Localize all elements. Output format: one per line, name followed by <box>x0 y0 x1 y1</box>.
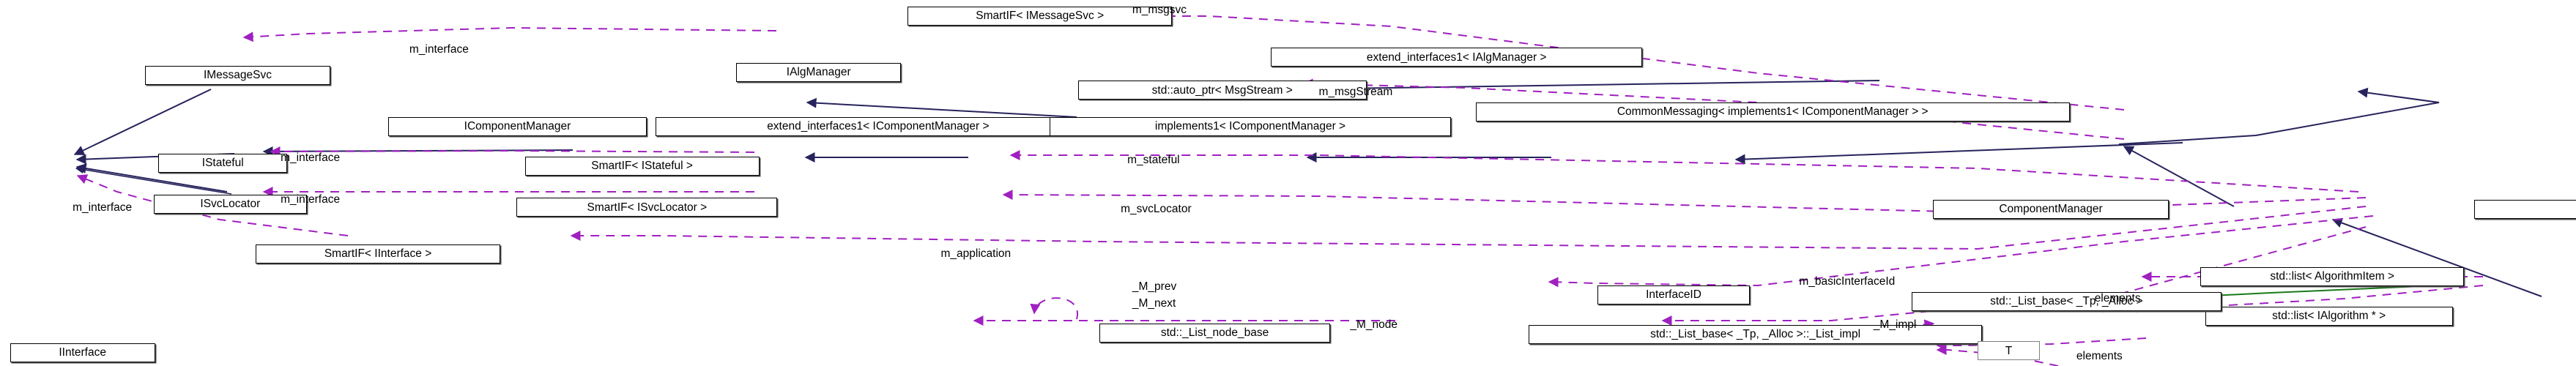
node-ialgmanager[interactable]: IAlgManager <box>736 62 902 82</box>
node-t[interactable]: T <box>1977 341 2041 361</box>
node-std-list-impl[interactable]: std::_List_base< _Tp, _Alloc >::_List_im… <box>1528 324 1983 344</box>
node-std-auto-ptr-msgstream[interactable]: std::auto_ptr< MsgStream > <box>1077 81 1367 100</box>
edge-label-m-msgsvc: m_msgsvc <box>1132 3 1187 16</box>
node-imessagesvc[interactable]: IMessageSvc <box>145 66 330 86</box>
node-smartif-istateful[interactable]: SmartIF< IStateful > <box>524 157 760 176</box>
node-smartif-iinterface[interactable]: SmartIF< IInterface > <box>256 244 500 264</box>
node-std-list-ialgorithm-ptr[interactable]: std::list< IAlgorithm * > <box>2205 307 2453 326</box>
edge-label-m-application: m_application <box>940 247 1012 261</box>
edge-label-elements-bottom: elements <box>2076 349 2123 362</box>
node-smartif-imessagesvc[interactable]: SmartIF< IMessageSvc > <box>907 7 1172 26</box>
node-std-list-node-base[interactable]: std::_List_node_base <box>1099 323 1331 343</box>
node-istateful[interactable]: IStateful <box>158 153 288 173</box>
edge-label-m-node: _M_node <box>1350 318 1398 331</box>
edge-label-m-basicinterfaceid: m_basicInterfaceId <box>1799 275 1896 288</box>
node-extend-interfaces1-ialgmanager[interactable]: extend_interfaces1< IAlgManager > <box>1271 48 1643 67</box>
node-extends1-componentmanager-ialgmanager[interactable]: extends1< ComponentManager, IAlgManager … <box>2473 199 2576 219</box>
edge-label-m-interface-imessagesvc: m_interface <box>409 42 469 56</box>
edge-label-m-stateful: m_stateful <box>1127 153 1180 166</box>
edge-label-m-msgstream: m_msgStream <box>1318 86 1393 99</box>
node-commonmessaging-implements1-icomponentmanager[interactable]: CommonMessaging< implements1< IComponent… <box>1475 102 2070 122</box>
edge-label-m-impl: _M_impl <box>1873 318 1917 331</box>
edge-label-m-interface-isvclocator: m_interface <box>281 193 341 206</box>
edge-label-elements-top: elements <box>2094 291 2141 305</box>
node-interfaceid[interactable]: InterfaceID <box>1597 285 1750 305</box>
edge-label-m-next: _M_next <box>1132 296 1176 310</box>
node-smartif-isvclocator[interactable]: SmartIF< ISvcLocator > <box>516 198 778 217</box>
edge-label-m-svclocator: m_svcLocator <box>1121 203 1192 216</box>
node-std-list-base-tp-alloc[interactable]: std::_List_base< _Tp, _Alloc > <box>1911 291 2222 311</box>
node-implements1-icomponentmanager[interactable]: implements1< IComponentManager > <box>1050 116 1451 136</box>
edge-label-m-interface-istateful: m_interface <box>281 152 341 165</box>
node-componentmanager[interactable]: ComponentManager <box>1932 199 2169 219</box>
edge-label-m-interface-iinterface: m_interface <box>73 201 133 214</box>
node-icomponentmanager[interactable]: IComponentManager <box>387 116 647 136</box>
node-extend-interfaces1-icomponentmanager[interactable]: extend_interfaces1< IComponentManager > <box>655 116 1102 136</box>
node-std-list-algorithmitem[interactable]: std::list< AlgorithmItem > <box>2200 267 2465 287</box>
edge-label-m-prev: _M_prev <box>1132 280 1177 294</box>
node-isvclocator[interactable]: ISvcLocator <box>153 194 308 214</box>
node-iinterface[interactable]: IInterface <box>10 343 155 362</box>
